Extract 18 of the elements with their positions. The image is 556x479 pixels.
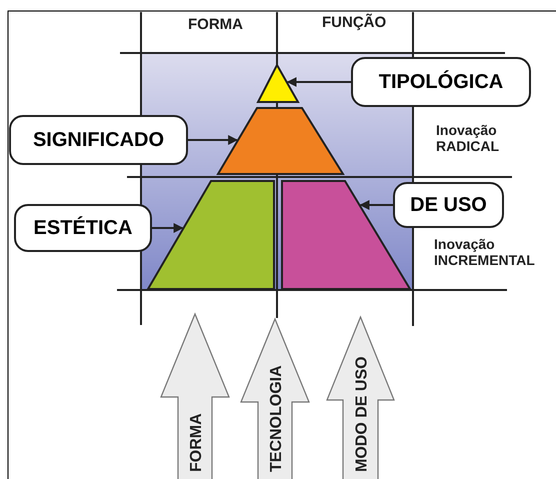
- row-label: Inovação RADICAL: [436, 122, 500, 154]
- banner-label: TECNOLOGIA: [268, 365, 285, 472]
- arrow: [286, 77, 351, 87]
- pointed-banner: [326, 316, 395, 479]
- callout-box: ESTÉTICA: [14, 204, 152, 252]
- row-label: Inovação INCREMENTAL: [434, 236, 536, 268]
- arrow: [359, 200, 393, 210]
- callout-box: TIPOLÓGICA: [351, 57, 531, 107]
- callout-box: SIGNIFICADO: [9, 115, 188, 165]
- callout-box: DE USO: [393, 182, 504, 228]
- banner-label: MODO DE USO: [354, 356, 370, 472]
- pointed-banner: [240, 318, 310, 479]
- arrow: [188, 135, 238, 145]
- pointed-banner: [160, 313, 230, 479]
- arrow: [152, 223, 184, 233]
- column-heading: FUNÇÃO: [322, 14, 386, 31]
- banner-label: FORMA: [188, 413, 205, 472]
- column-heading: FORMA: [188, 16, 243, 33]
